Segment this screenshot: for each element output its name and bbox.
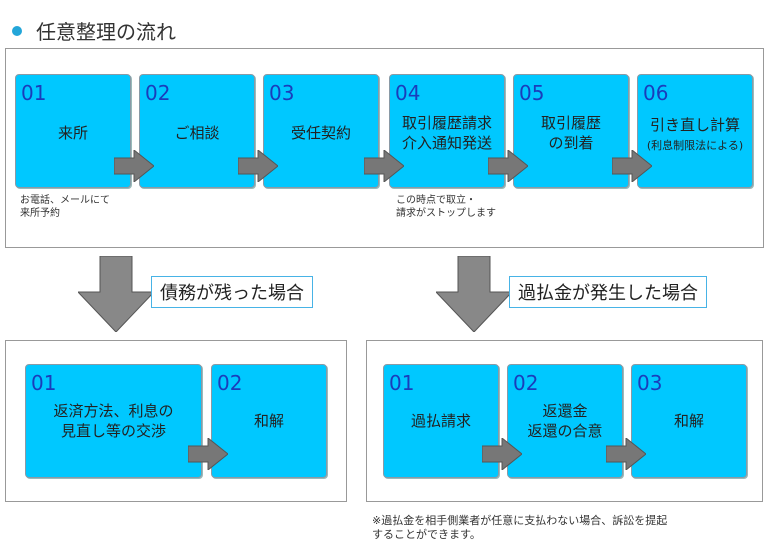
footnote-line: することができます。 bbox=[372, 528, 481, 541]
overpay-step-box-2: 02 返還金 返還の合意 bbox=[507, 364, 623, 478]
right-arrow-icon bbox=[364, 150, 404, 182]
step-number: 01 bbox=[21, 81, 47, 105]
step-label: 受任契約 bbox=[290, 124, 351, 142]
step-box-6: 06 引き直し計算 (利息制限法による) bbox=[637, 74, 753, 188]
step-label-line-1: 返済方法、利息の bbox=[53, 402, 174, 420]
right-arrow-icon bbox=[188, 438, 228, 470]
down-arrow-icon bbox=[78, 256, 154, 332]
right-arrow-icon bbox=[238, 150, 278, 182]
step-sublabel: (利息制限法による) bbox=[646, 139, 744, 152]
overpay-step-box-1: 01 過払請求 bbox=[383, 364, 499, 478]
note-step-1: お電話、メールにて 来所予約 bbox=[20, 194, 110, 220]
step-label-line-1: 返還金 bbox=[542, 402, 588, 420]
step-label: ご相談 bbox=[174, 124, 220, 142]
page-title: 任意整理の流れ bbox=[12, 16, 176, 45]
step-label-line-2: 介入通知発送 bbox=[401, 134, 492, 152]
step-label-line-2: 見直し等の交渉 bbox=[60, 422, 166, 440]
debt-step-box-2: 02 和解 bbox=[211, 364, 327, 478]
step-label: 過払請求 bbox=[410, 412, 471, 430]
step-label-line-2: の到着 bbox=[548, 134, 594, 152]
title-text: 任意整理の流れ bbox=[36, 20, 176, 44]
right-arrow-icon bbox=[488, 150, 528, 182]
note-step-4: この時点で取立・ 請求がストップします bbox=[396, 194, 496, 220]
step-label-line-2: 返還の合意 bbox=[527, 422, 603, 440]
step-number: 06 bbox=[643, 81, 669, 105]
step-number: 01 bbox=[389, 371, 415, 395]
right-arrow-icon bbox=[482, 438, 522, 470]
step-label: 和解 bbox=[673, 412, 704, 430]
step-number: 02 bbox=[217, 371, 243, 395]
step-number: 01 bbox=[31, 371, 57, 395]
step-number: 05 bbox=[519, 81, 545, 105]
step-box-2: 02 ご相談 bbox=[139, 74, 255, 188]
note-line: 来所予約 bbox=[20, 208, 60, 219]
footnote: ※過払金を相手側業者が任意に支払わない場合、訴訟を提起 することができます。 bbox=[372, 514, 667, 542]
right-arrow-icon bbox=[612, 150, 652, 182]
note-line: 請求がストップします bbox=[396, 208, 496, 219]
step-label: 和解 bbox=[253, 412, 284, 430]
step-number: 02 bbox=[513, 371, 539, 395]
down-arrow-icon bbox=[436, 256, 512, 332]
right-arrow-icon bbox=[606, 438, 646, 470]
step-number: 04 bbox=[395, 81, 421, 105]
step-label-line-1: 取引履歴請求 bbox=[401, 114, 492, 132]
branch-label-overpayment: 過払金が発生した場合 bbox=[509, 276, 707, 308]
overpay-step-box-3: 03 和解 bbox=[631, 364, 747, 478]
step-label-line-1: 取引履歴 bbox=[540, 114, 601, 132]
step-box-5: 05 取引履歴 の到着 bbox=[513, 74, 629, 188]
note-line: お電話、メールにて bbox=[20, 195, 110, 206]
step-number: 03 bbox=[637, 371, 663, 395]
debt-step-box-1: 01 返済方法、利息の 見直し等の交渉 bbox=[25, 364, 202, 478]
step-box-4: 04 取引履歴請求 介入通知発送 bbox=[389, 74, 505, 188]
step-box-1: 01 来所 bbox=[15, 74, 131, 188]
step-number: 03 bbox=[269, 81, 295, 105]
branch-label-debt-remaining: 債務が残った場合 bbox=[151, 276, 313, 308]
right-arrow-icon bbox=[114, 150, 154, 182]
step-box-3: 03 受任契約 bbox=[263, 74, 379, 188]
step-number: 02 bbox=[145, 81, 171, 105]
step-label: 引き直し計算 bbox=[649, 116, 740, 134]
step-label: 来所 bbox=[57, 124, 88, 142]
footnote-line: ※過払金を相手側業者が任意に支払わない場合、訴訟を提起 bbox=[372, 514, 668, 527]
bullet-icon bbox=[12, 25, 22, 36]
note-line: この時点で取立・ bbox=[396, 195, 476, 206]
